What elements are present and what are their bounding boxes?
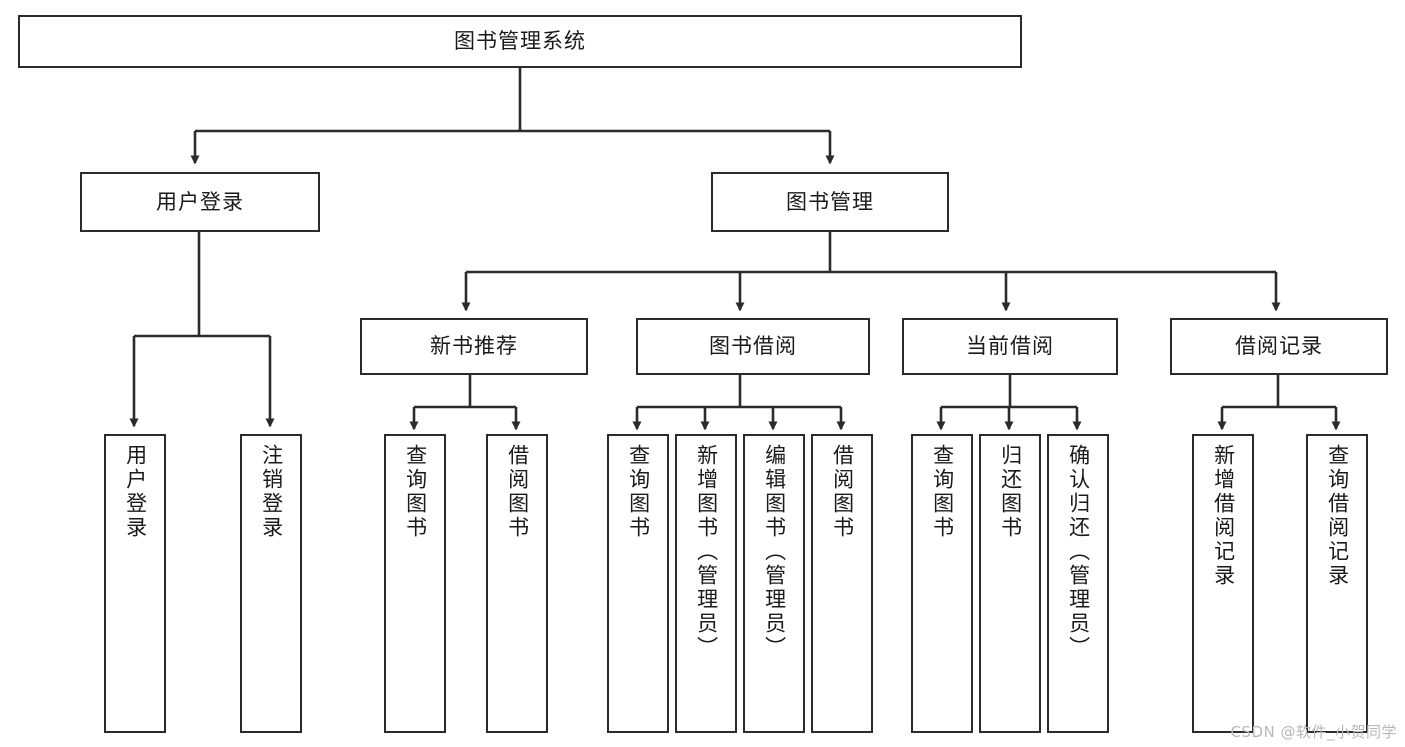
leaf-user-login-signout[interactable]: 注销登录 — [240, 434, 302, 733]
leaf-current-borrow-query[interactable]: 查询图书 — [911, 434, 973, 733]
watermark-text: CSDN @软件_小贺同学 — [1230, 723, 1397, 741]
node-label: 查询图书 — [403, 444, 428, 540]
leaf-new-book-borrow[interactable]: 借阅图书 — [486, 434, 548, 733]
node-book-management[interactable]: 图书管理 — [711, 172, 949, 232]
leaf-borrow-record-query[interactable]: 查询借阅记录 — [1306, 434, 1368, 733]
node-label: 借阅图书 — [830, 444, 855, 540]
leaf-book-borrow-add-admin[interactable]: 新增图书（管理员） — [675, 434, 737, 733]
leaf-book-borrow-edit-admin[interactable]: 编辑图书（管理员） — [743, 434, 805, 733]
node-book-borrow[interactable]: 图书借阅 — [636, 318, 870, 375]
node-label: 借阅记录 — [1235, 334, 1323, 359]
node-label: 归还图书 — [998, 444, 1023, 540]
node-label: 查询借阅记录 — [1325, 444, 1350, 588]
node-label: 查询图书 — [930, 444, 955, 540]
node-label: 新书推荐 — [430, 334, 518, 359]
node-user-login[interactable]: 用户登录 — [80, 172, 320, 232]
node-label: 注销登录 — [259, 444, 284, 540]
node-new-book-recommend[interactable]: 新书推荐 — [360, 318, 588, 375]
node-label: 图书管理系统 — [454, 29, 586, 54]
node-label: 查询图书 — [626, 444, 651, 540]
leaf-current-borrow-confirm-admin[interactable]: 确认归还（管理员） — [1047, 434, 1109, 733]
leaf-borrow-record-add[interactable]: 新增借阅记录 — [1192, 434, 1254, 733]
leaf-book-borrow-borrow[interactable]: 借阅图书 — [811, 434, 873, 733]
leaf-user-login-signin[interactable]: 用户登录 — [104, 434, 166, 733]
node-label: 图书借阅 — [709, 334, 797, 359]
leaf-current-borrow-return[interactable]: 归还图书 — [979, 434, 1041, 733]
node-label: 新增借阅记录 — [1211, 444, 1236, 588]
node-label: 用户登录 — [156, 189, 244, 214]
node-borrow-record[interactable]: 借阅记录 — [1170, 318, 1388, 375]
node-label: 借阅图书 — [505, 444, 530, 540]
node-label: 当前借阅 — [966, 334, 1054, 359]
node-current-borrow[interactable]: 当前借阅 — [902, 318, 1118, 375]
node-label: 图书管理 — [786, 189, 874, 214]
node-label: 编辑图书（管理员） — [762, 444, 787, 660]
leaf-book-borrow-query[interactable]: 查询图书 — [607, 434, 669, 733]
node-label: 用户登录 — [123, 444, 148, 540]
leaf-new-book-query[interactable]: 查询图书 — [384, 434, 446, 733]
node-label: 新增图书（管理员） — [694, 444, 719, 660]
node-root-system[interactable]: 图书管理系统 — [18, 15, 1022, 68]
node-label: 确认归还（管理员） — [1066, 444, 1091, 660]
